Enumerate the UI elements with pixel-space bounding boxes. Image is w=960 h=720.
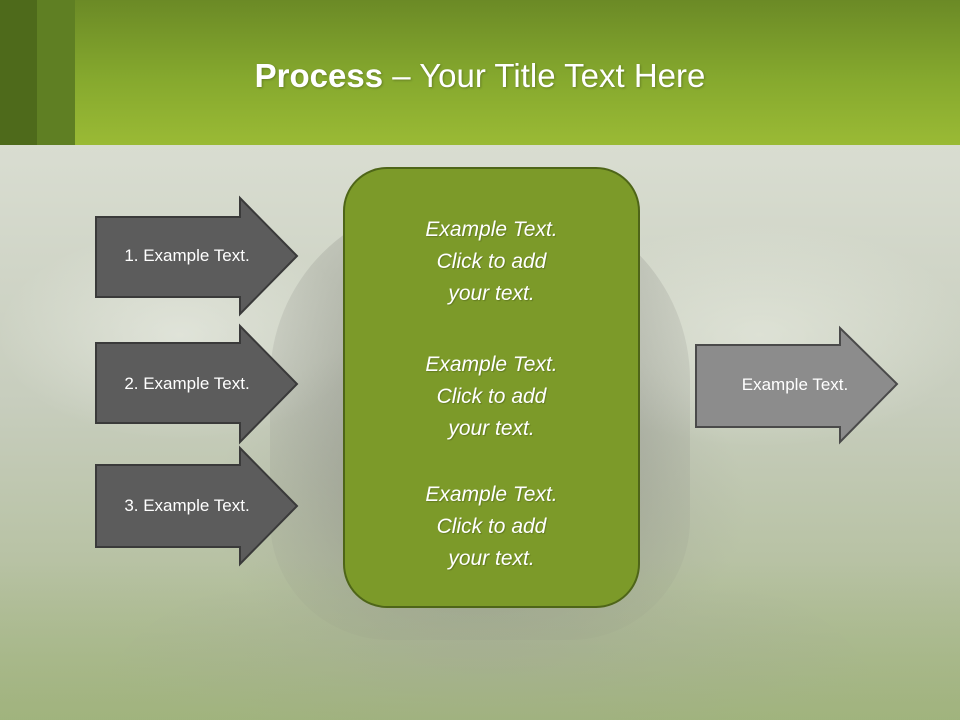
arrow-right-shape [695,325,899,445]
arrow-right-shape [95,323,299,445]
output-arrow-label: Example Text. [741,375,849,394]
step-arrow-1[interactable]: 1. Example Text. [95,195,299,317]
process-center-box[interactable]: Example Text. Click to add your text. Ex… [343,167,640,608]
center-text-3: Example Text. Click to add your text. [425,483,558,570]
step-arrow-3[interactable]: 3. Example Text. [95,445,299,567]
step-arrow-label: 2. Example Text. [124,374,250,393]
step-arrow-label: 3. Example Text. [124,496,250,515]
center-text-1: Example Text. Click to add your text. [425,218,558,305]
step-arrow-2[interactable]: 2. Example Text. [95,323,299,445]
arrow-right-shape [95,195,299,317]
output-arrow[interactable]: Example Text. [695,325,899,445]
arrow-right-shape [95,445,299,567]
center-text-2: Example Text. Click to add your text. [425,353,558,440]
step-arrow-label: 1. Example Text. [124,246,250,265]
meditation-figure-legs [90,590,890,720]
header-accent-mid [37,0,75,145]
header-accent-dark [0,0,37,145]
title-bold: Process [254,57,384,94]
header-bar: Process – Your Title Text Here [0,0,960,145]
title-rest: – Your Title Text Here [383,57,706,94]
slide-title[interactable]: Process – Your Title Text Here [0,54,960,98]
